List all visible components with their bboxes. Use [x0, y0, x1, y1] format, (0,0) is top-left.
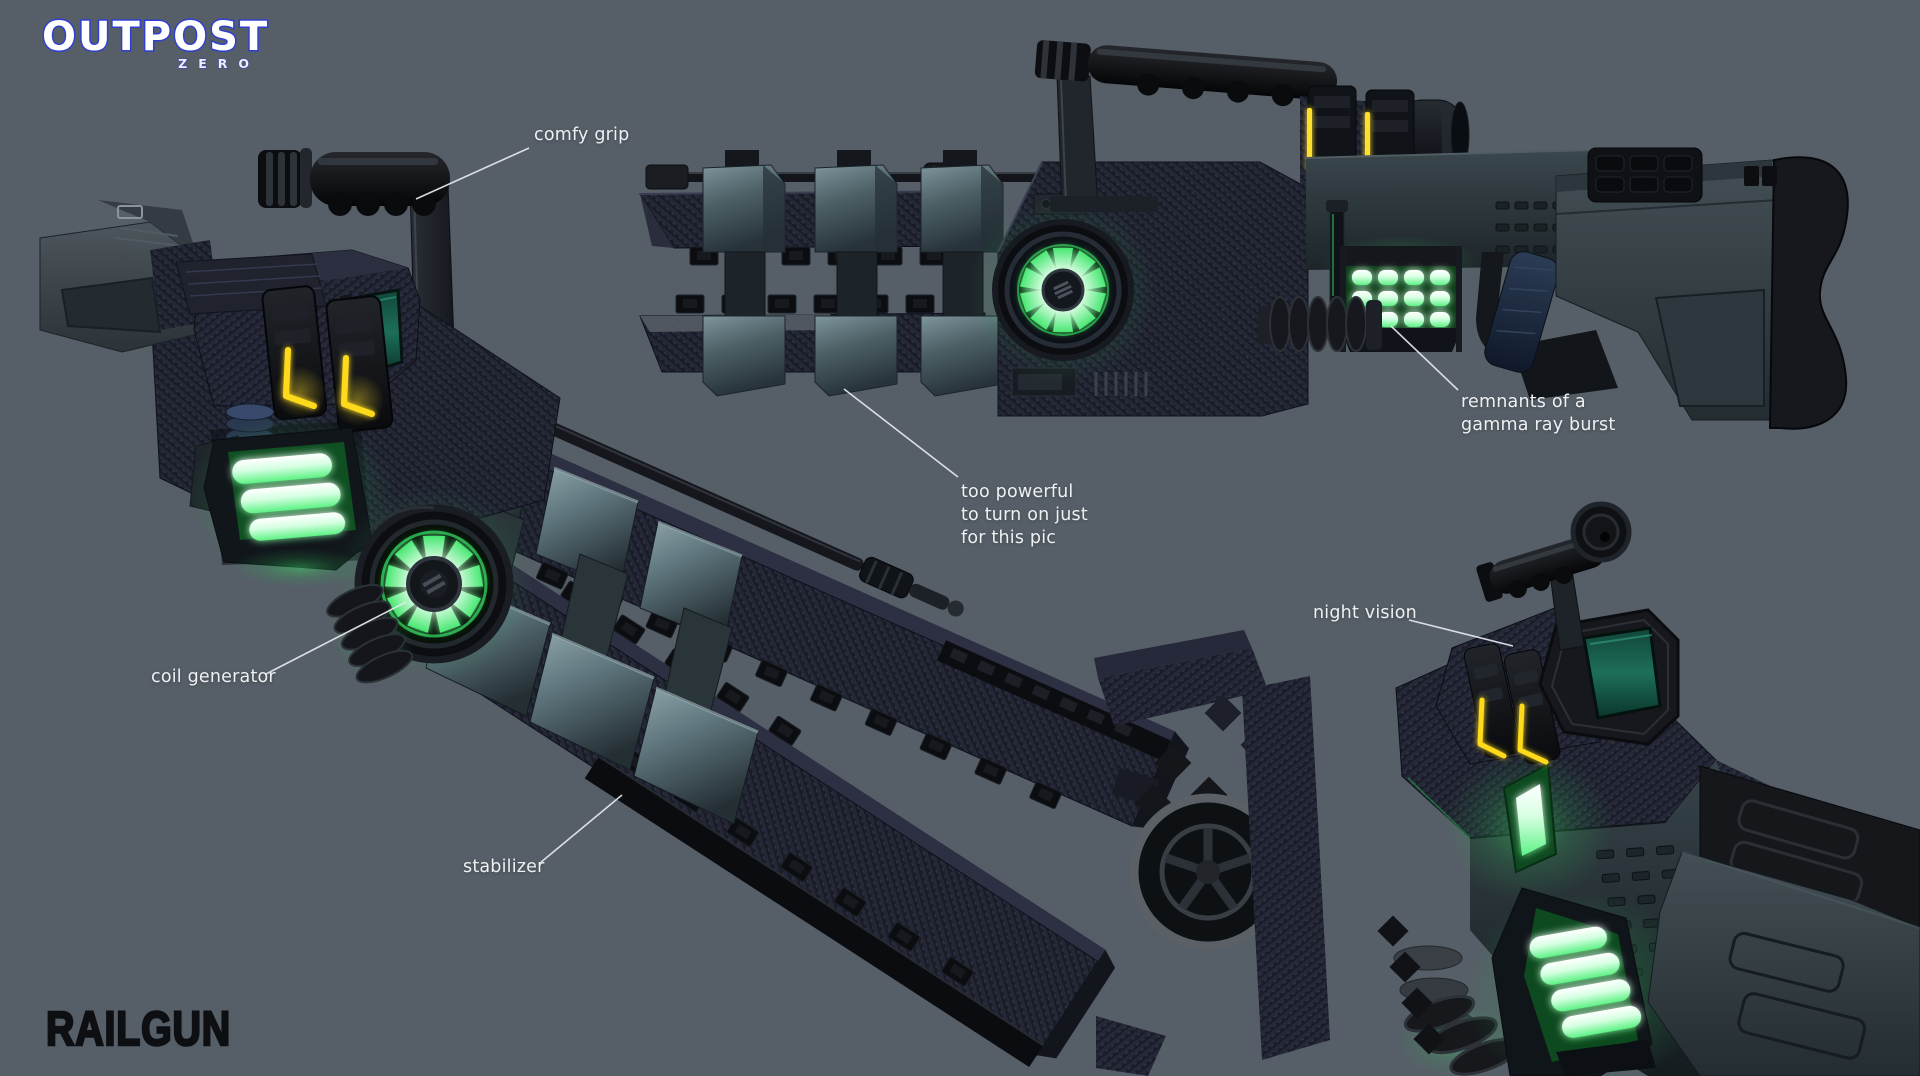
- annotation-text: comfy grip: [534, 125, 630, 145]
- leader-stabilizer: [539, 794, 623, 864]
- annotation-stabilizer: stabilizer: [463, 856, 545, 879]
- leader-gamma-burst: [1390, 325, 1459, 391]
- annotation-text: coil generator: [151, 667, 276, 687]
- recoil-spring-side: [1258, 296, 1382, 352]
- annotation-text: remnants of a: [1461, 392, 1586, 412]
- yellow-accent-lights: [1477, 697, 1549, 765]
- annotation-too-powerful: too powerful to turn on just for this pi…: [961, 481, 1088, 550]
- gamma-magazine-quarter: [187, 413, 397, 588]
- leader-lines: [265, 147, 1514, 864]
- annotation-gamma-burst: remnants of a gamma ray burst: [1461, 391, 1615, 437]
- three-quarter-view-render: [39, 148, 1190, 1068]
- page-title: RAILGUN: [45, 1002, 232, 1058]
- rail-clamps: [702, 150, 1004, 397]
- carry-handle-side: [1034, 40, 1338, 212]
- annotation-text: for this pic: [961, 528, 1057, 548]
- stock-closeup: [1647, 765, 1920, 1076]
- outpost-zero-logo: OUTPOST ZERO: [38, 8, 318, 82]
- annotation-text: too powerful: [961, 482, 1074, 502]
- annotation-comfy-grip: comfy grip: [534, 124, 629, 147]
- night-vision-scope-closeup: [1538, 608, 1680, 746]
- annotation-text: gamma ray burst: [1461, 415, 1616, 435]
- coil-spring-quarter: [326, 581, 414, 688]
- yellow-accent-lights: [283, 347, 375, 417]
- scope-straps-quarter: [261, 285, 394, 433]
- leader-comfy-grip: [415, 147, 530, 200]
- annotation-night-vision: night vision: [1313, 602, 1417, 625]
- rear-closeup-render: [1094, 501, 1920, 1076]
- leader-night-vision: [1408, 619, 1514, 647]
- carry-handle-closeup: [1476, 501, 1632, 651]
- side-view-render: [639, 40, 1849, 430]
- gear-teeth-closeup: [1129, 676, 1330, 1060]
- trigger-grip-side: [1476, 251, 1618, 400]
- annotation-text: stabilizer: [463, 857, 545, 877]
- stock-side: [1555, 147, 1849, 430]
- annotation-text: night vision: [1313, 603, 1417, 623]
- logo-secondary: ZERO: [178, 56, 260, 71]
- leader-too-powerful: [843, 388, 959, 478]
- coil-generator-side: [968, 195, 1158, 385]
- gamma-magazine-closeup: [1462, 887, 1702, 1076]
- annotation-coil-generator: coil generator: [151, 666, 276, 689]
- green-indicator-light: [1443, 751, 1613, 901]
- leader-coil-generator: [265, 601, 407, 675]
- logo-primary: OUTPOST: [42, 14, 269, 60]
- annotation-text: to turn on just: [961, 505, 1088, 525]
